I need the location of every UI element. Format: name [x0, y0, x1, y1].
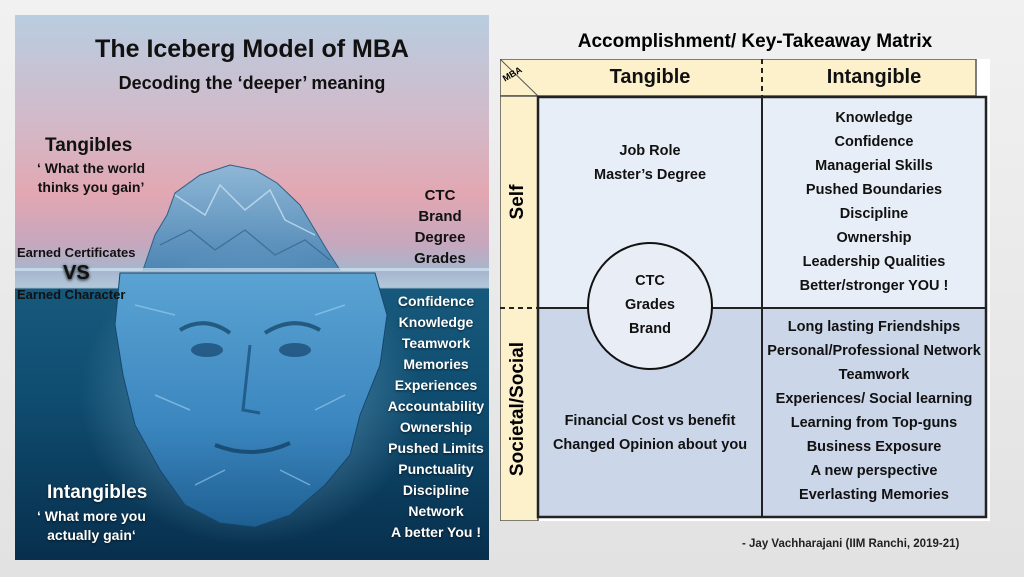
cell-item: Learning from Top-guns [790, 415, 958, 431]
cell-item: Everlasting Memories [799, 487, 949, 503]
intangibles-heading: Intangibles [47, 482, 148, 503]
circle-item: CTC [635, 273, 665, 289]
cell-item: Confidence [834, 134, 914, 150]
cell-item: Knowledge [835, 110, 913, 126]
tangibles-subtitle: ‘ What the world thinks you gain’ [37, 159, 145, 197]
iceberg-title: The Iceberg Model of MBA [95, 35, 409, 63]
above-water-item: Degree [414, 229, 466, 246]
vs-label: VS [63, 262, 90, 284]
cell-item: Discipline [839, 206, 909, 222]
row-header-social: Societal/Social [507, 341, 528, 477]
below-water-list: Confidence Knowledge Teamwork Memories E… [381, 291, 489, 543]
circle-item: Grades [625, 297, 675, 313]
center-circle-text: CTC Grades Brand [588, 269, 712, 341]
cell-item: Long lasting Friendships [787, 319, 961, 335]
center-circle [587, 242, 713, 370]
below-water-item: A better You ! [391, 524, 481, 540]
below-water-item: Pushed Limits [388, 440, 484, 456]
cell-item: Business Exposure [806, 439, 942, 455]
cell-social-intangible: Long lasting Friendships Personal/Profes… [762, 315, 986, 507]
below-water-item: Teamwork [401, 335, 471, 351]
iceberg-tip-shape [142, 164, 341, 271]
intangibles-sub-line-2: actually gain‘ [47, 527, 136, 543]
intangibles-sub-line-1: ‘ What more you [37, 508, 146, 524]
below-water-item: Accountability [387, 398, 485, 414]
below-water-item: Network [408, 503, 464, 519]
below-water-item: Punctuality [398, 461, 474, 477]
iceberg-panel: The Iceberg Model of MBA Decoding the ‘d… [15, 15, 489, 560]
below-water-item: Discipline [402, 482, 470, 498]
tangibles-sub-line-2: thinks you gain’ [37, 179, 145, 195]
cell-self-tangible: Job Role Master’s Degree [538, 139, 762, 187]
col-header-tangible: Tangible [609, 66, 691, 88]
cell-item: Master’s Degree [593, 167, 707, 183]
earned-certificates-label: Earned Certificates [17, 245, 136, 260]
cell-item: A new perspective [810, 463, 938, 479]
tangibles-heading: Tangibles [45, 135, 133, 156]
above-water-item: Brand [418, 208, 462, 225]
intangibles-subtitle: ‘ What more you actually gain‘ [37, 507, 146, 545]
earned-character-label: Earned Character [17, 287, 126, 302]
cell-item: Better/stronger YOU ! [799, 278, 949, 294]
cell-item: Financial Cost vs benefit [564, 413, 736, 429]
row-header-self: Self [507, 184, 528, 220]
cell-item: Leadership Qualities [802, 254, 946, 270]
below-water-item: Knowledge [398, 314, 474, 330]
matrix-title: Accomplishment/ Key-Takeaway Matrix [577, 31, 933, 52]
corner-diagonal [500, 59, 539, 97]
circle-item: Brand [629, 321, 671, 337]
cell-item: Teamwork [838, 367, 910, 383]
below-water-item: Confidence [397, 293, 475, 309]
cell-item: Managerial Skills [815, 158, 933, 174]
iceberg-underwater-shape [114, 272, 388, 528]
cell-item: Experiences/ Social learning [775, 391, 973, 407]
above-water-item: Grades [414, 250, 466, 267]
cell-item: Changed Opinion about you [552, 437, 748, 453]
author-credit: - Jay Vachharajani (IIM Ranchi, 2019-21) [742, 538, 960, 550]
below-water-item: Memories [403, 356, 469, 372]
cell-item: Pushed Boundaries [805, 182, 943, 198]
cell-item: Ownership [836, 230, 912, 246]
tangibles-sub-line-1: ‘ What the world [37, 160, 146, 176]
cell-social-tangible: Financial Cost vs benefit Changed Opinio… [538, 409, 762, 457]
iceberg-subtitle: Decoding the ‘deeper’ meaning [118, 73, 386, 93]
below-water-item: Ownership [399, 419, 473, 435]
above-water-list: CTC Brand Degree Grades [410, 185, 470, 269]
above-water-item: CTC [424, 187, 456, 204]
below-water-item: Experiences [394, 377, 478, 393]
cell-item: Personal/Professional Network [767, 343, 981, 359]
cell-item: Job Role [619, 143, 681, 159]
matrix-grid [500, 59, 990, 521]
cell-self-intangible: Knowledge Confidence Managerial Skills P… [762, 106, 986, 298]
col-header-intangible: Intangible [826, 66, 922, 88]
matrix-diagram: MBA Tangible Intangible Self Societal/So… [500, 59, 990, 521]
iceberg-illustration [15, 164, 489, 545]
